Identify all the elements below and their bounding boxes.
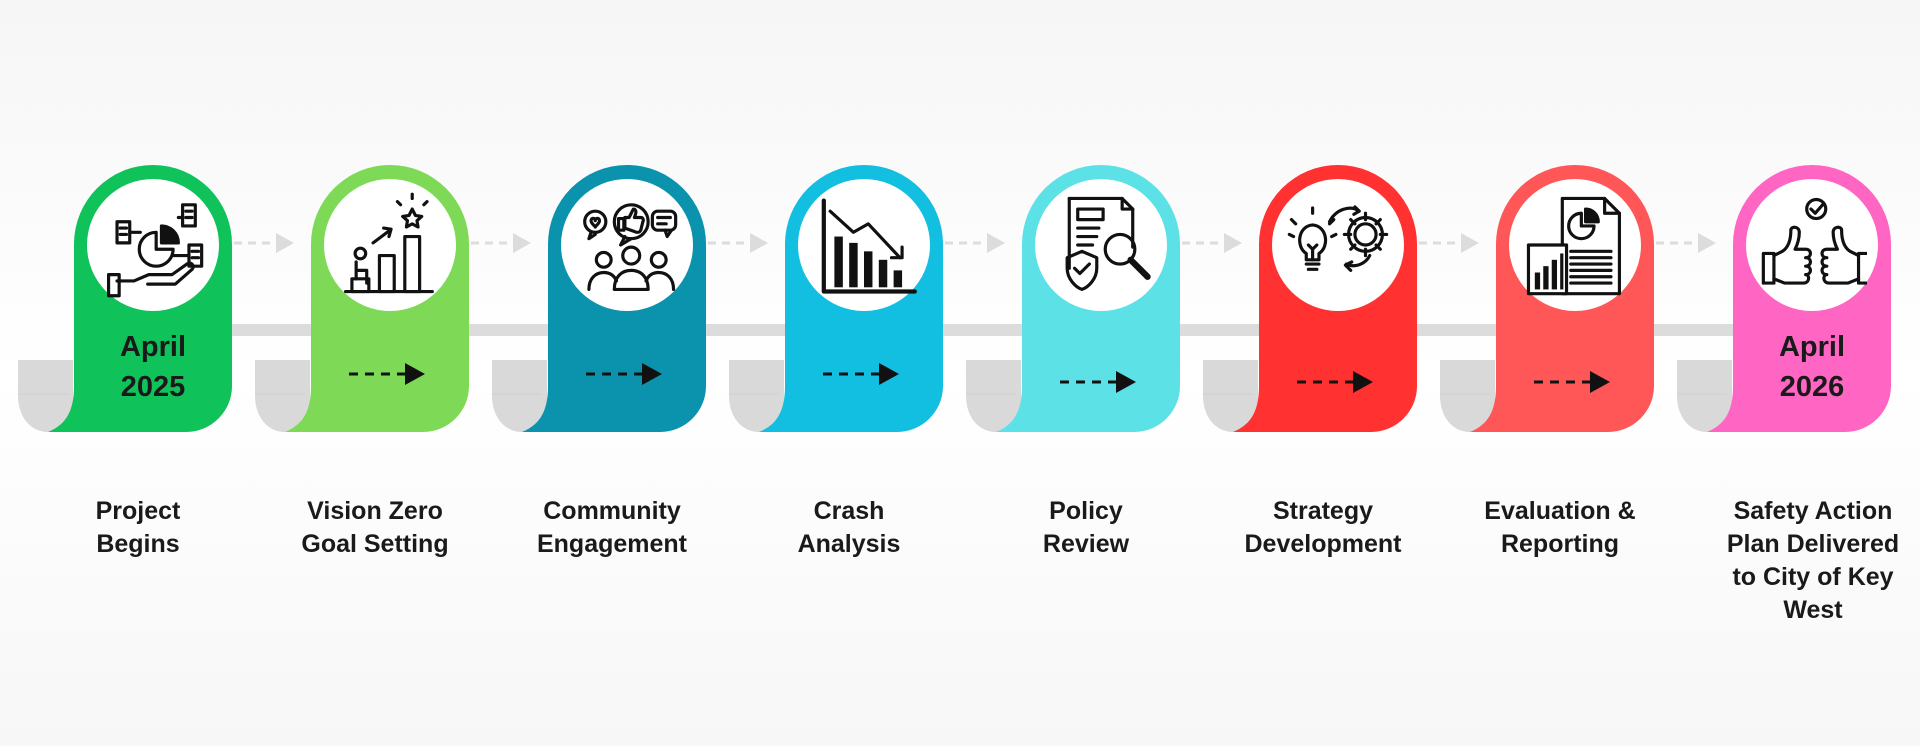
icon-circle — [324, 179, 456, 311]
thumbs-up-icon — [1761, 197, 1867, 285]
dashed-arrow-icon — [1534, 371, 1610, 393]
date-month: April — [1778, 331, 1846, 363]
stage-label: Policy Review — [1042, 497, 1130, 558]
stage-label: Safety Action Plan Delivered to City of … — [1726, 497, 1900, 624]
icon-circle — [1509, 179, 1641, 311]
dashed-arrow-icon — [823, 363, 899, 385]
connector-arrow-icon — [708, 233, 768, 253]
date-year: 2026 — [1779, 371, 1845, 403]
ribbon-curl — [1677, 360, 1732, 432]
connector-arrow-icon — [234, 233, 294, 253]
document-search-icon — [1065, 196, 1151, 292]
date-month: April — [119, 331, 187, 363]
stage-date: April 2026 — [1737, 327, 1887, 407]
timeline-stage: Crash Analysis — [729, 0, 966, 746]
ribbon-curl — [1203, 360, 1258, 432]
icon-circle — [1272, 179, 1404, 311]
timeline-stage: Strategy Development — [1203, 0, 1440, 746]
timeline-stage: Policy Review — [966, 0, 1203, 746]
ribbon-curl — [492, 360, 547, 432]
goal-steps-icon — [343, 192, 434, 294]
connector-arrow-icon — [1656, 233, 1716, 253]
stage-label: Community Engagement — [536, 497, 688, 558]
idea-gear-icon — [1287, 205, 1389, 272]
timeline-stage: Community Engagement — [492, 0, 729, 746]
ribbon-curl — [1440, 360, 1495, 432]
stage-label: Project Begins — [95, 497, 181, 558]
dashed-arrow-icon — [1297, 371, 1373, 393]
stage-label: Vision Zero Goal Setting — [301, 497, 449, 558]
stage-label: Crash Analysis — [797, 497, 901, 558]
dashed-arrow-icon — [586, 363, 662, 385]
connector-arrow-icon — [471, 233, 531, 253]
icon-circle — [1746, 179, 1878, 311]
timeline-stage: Evaluation & Reporting — [1440, 0, 1677, 746]
icon-circle — [87, 179, 219, 311]
date-year: 2025 — [120, 371, 186, 403]
dashed-arrow-icon — [1060, 371, 1136, 393]
connector-arrow-icon — [945, 233, 1005, 253]
icon-circle — [798, 179, 930, 311]
community-feedback-icon — [583, 203, 678, 292]
icon-circle — [561, 179, 693, 311]
ribbon-curl — [255, 360, 310, 432]
timeline-stage: Vision Zero Goal Setting — [255, 0, 492, 746]
report-chart-icon — [1526, 196, 1622, 296]
connector-arrow-icon — [1419, 233, 1479, 253]
dashed-arrow-icon — [349, 363, 425, 385]
ribbon-curl — [966, 360, 1021, 432]
declining-bar-chart-icon — [821, 198, 917, 294]
connector-arrow-icon — [1182, 233, 1242, 253]
icon-circle — [1035, 179, 1167, 311]
analytics-hand-icon — [106, 203, 204, 298]
ribbon-curl — [729, 360, 784, 432]
ribbon-curl — [18, 360, 73, 432]
stage-label: Evaluation & Reporting — [1484, 497, 1636, 558]
stage-date: April 2025 — [78, 327, 228, 407]
stage-label: Strategy Development — [1244, 497, 1402, 558]
